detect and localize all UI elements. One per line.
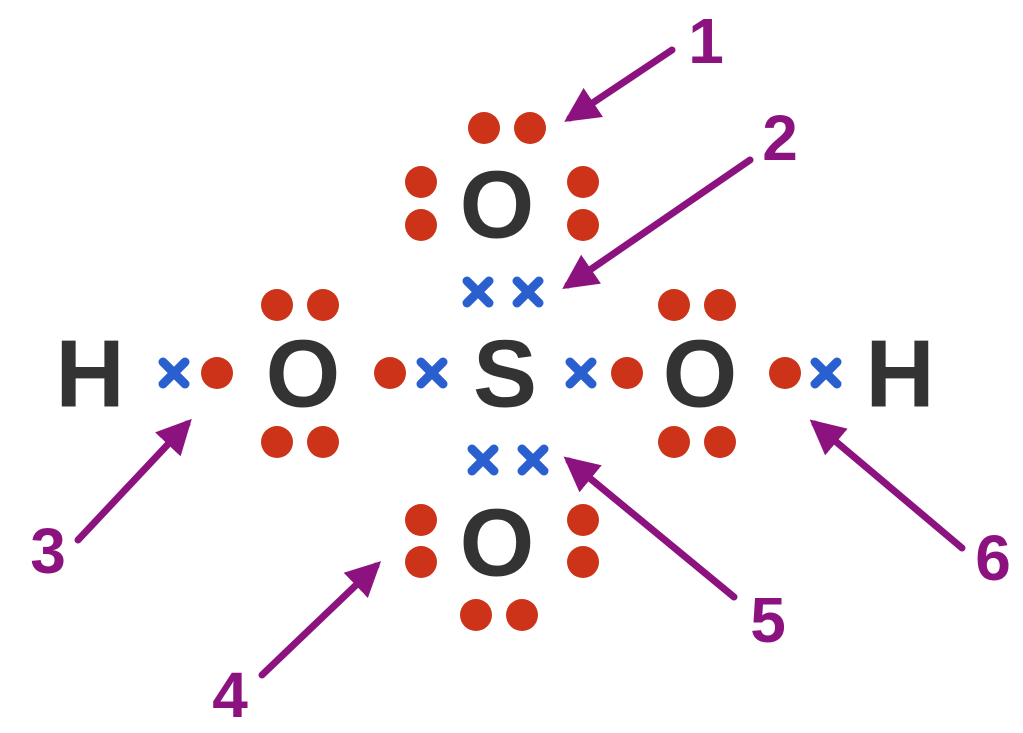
- oxygen-electron-dots: [201, 112, 801, 631]
- electron-dot: [658, 426, 690, 458]
- electron-cross: [416, 357, 448, 389]
- electron-dot: [704, 426, 736, 458]
- label-4: 4: [212, 659, 248, 731]
- arrow-2: [562, 156, 754, 289]
- atom-o-right: O: [663, 320, 738, 427]
- electron-dot: [405, 546, 437, 578]
- electron-dot: [567, 546, 599, 578]
- atom-o-top: O: [460, 151, 535, 258]
- electron-cross: [462, 276, 494, 308]
- electron-dot: [769, 357, 801, 389]
- electron-dot: [506, 599, 538, 631]
- arrow-1: [564, 46, 676, 122]
- electron-dot: [374, 357, 406, 389]
- arrow-6: [809, 419, 966, 552]
- electron-dot: [405, 166, 437, 198]
- electron-dot: [261, 426, 293, 458]
- atom-s-center: S: [473, 320, 537, 427]
- arrow-3: [74, 418, 192, 544]
- electron-dot: [307, 289, 339, 321]
- electron-cross: [517, 444, 549, 476]
- electron-dot: [307, 426, 339, 458]
- label-1: 1: [688, 5, 724, 77]
- sulfur-hydrogen-electron-crosses: [158, 276, 842, 476]
- electron-dot: [405, 504, 437, 536]
- electron-cross: [467, 444, 499, 476]
- atom-h-right: H: [865, 320, 934, 427]
- arrow-4: [258, 561, 382, 679]
- electron-dot: [611, 357, 643, 389]
- electron-cross: [512, 276, 544, 308]
- electron-cross: [810, 357, 842, 389]
- electron-dot: [567, 166, 599, 198]
- electron-cross: [565, 357, 597, 389]
- label-6: 6: [975, 522, 1011, 594]
- electron-dot: [567, 209, 599, 241]
- electron-dot: [468, 112, 500, 144]
- electron-cross: [158, 357, 190, 389]
- pointer-arrows: [74, 46, 966, 679]
- label-5: 5: [750, 584, 786, 656]
- electron-dot: [201, 357, 233, 389]
- label-2: 2: [762, 102, 798, 174]
- electron-dot: [460, 599, 492, 631]
- electron-dot: [514, 112, 546, 144]
- electron-dot: [704, 289, 736, 321]
- electron-dot: [567, 504, 599, 536]
- electron-dot: [658, 289, 690, 321]
- atom-o-left: O: [266, 320, 341, 427]
- atom-h-left: H: [55, 320, 124, 427]
- arrow-5: [563, 456, 738, 601]
- label-3: 3: [30, 515, 66, 587]
- electron-dot: [405, 209, 437, 241]
- atom-o-bottom: O: [460, 489, 535, 596]
- electron-dot: [261, 289, 293, 321]
